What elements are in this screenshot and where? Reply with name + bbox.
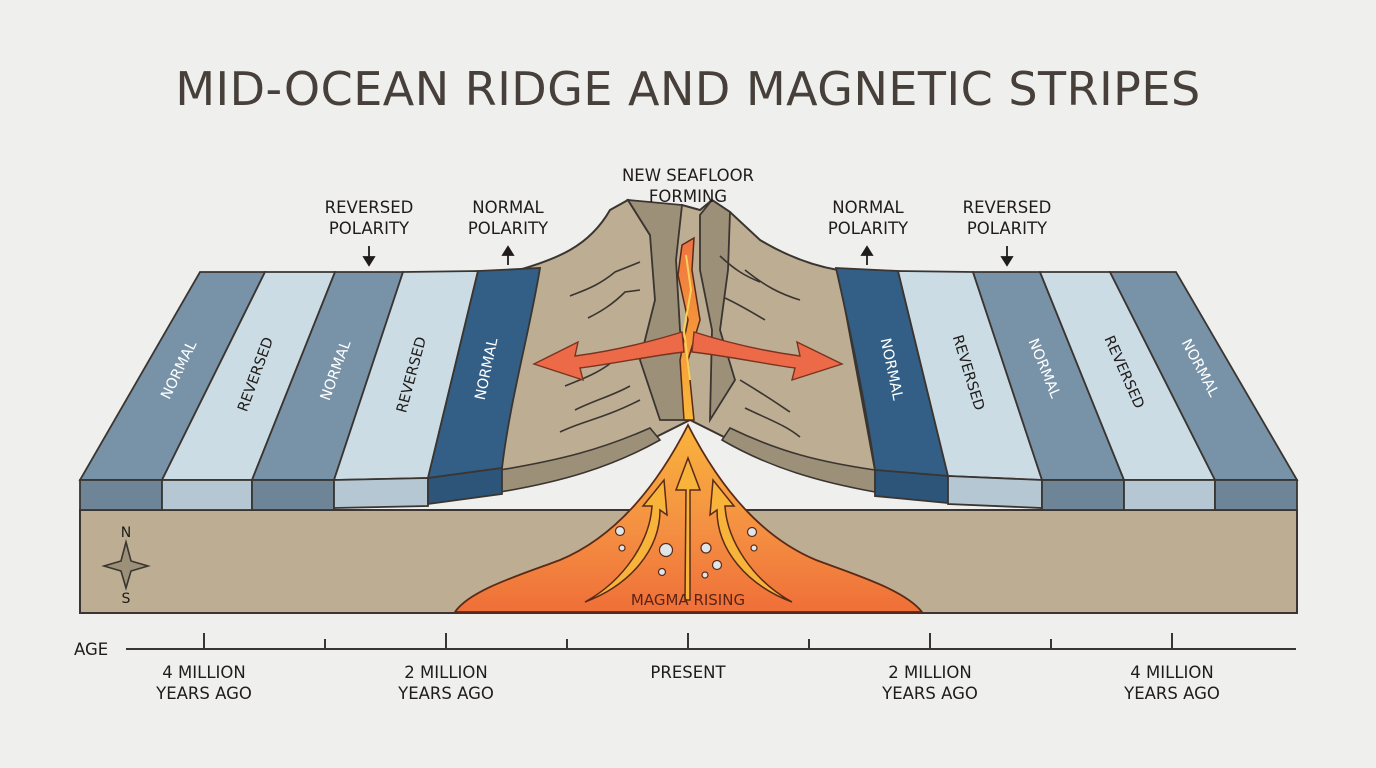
arrow-up-icon: [860, 245, 874, 256]
label-line: NORMAL: [832, 198, 904, 217]
right-reversed-polarity-label: REVERSED POLARITY: [937, 197, 1077, 239]
age-tick-label: 4 MILLION YEARS AGO: [1102, 662, 1242, 704]
label-line: 2 MILLION: [888, 663, 972, 682]
label-line: POLARITY: [827, 219, 909, 238]
spreading-arrows: [532, 331, 844, 382]
compass-south: S: [122, 591, 131, 607]
right-normal-polarity-label: NORMAL POLARITY: [798, 197, 938, 239]
age-tick-label: 4 MILLION YEARS AGO: [134, 662, 274, 704]
age-axis-label: AGE: [74, 640, 109, 659]
label-line: 2 MILLION: [404, 663, 488, 682]
magma-rising-label: MAGMA RISING: [631, 591, 745, 609]
rising-arrows: [584, 455, 793, 603]
label-line: 4 MILLION: [1130, 663, 1214, 682]
left-reversed-polarity-label: REVERSED POLARITY: [299, 197, 439, 239]
label-line: YEARS AGO: [1124, 684, 1220, 703]
age-axis: [126, 633, 1296, 650]
new-seafloor-label: NEW SEAFLOOR FORMING: [588, 165, 788, 207]
age-tick-label: 2 MILLION YEARS AGO: [376, 662, 516, 704]
magma-bubbles: [614, 525, 758, 579]
ridge-rock: [499, 198, 877, 493]
arrow-up-icon: [501, 245, 515, 256]
arrow-down-icon: [362, 256, 376, 267]
label-line: REVERSED: [962, 198, 1052, 217]
label-line: FORMING: [648, 187, 728, 206]
label-line: NEW SEAFLOOR: [621, 166, 755, 185]
label-line: NORMAL: [472, 198, 544, 217]
arrow-down-icon: [1000, 256, 1014, 267]
page-title: MID-OCEAN RIDGE AND MAGNETIC STRIPES: [175, 62, 1201, 116]
label-line: YEARS AGO: [398, 684, 494, 703]
compass-north: N: [121, 525, 131, 541]
compass-icon: N S: [101, 525, 151, 607]
polarity-arrows: [362, 245, 1014, 267]
label-line: POLARITY: [467, 219, 549, 238]
age-tick-label: PRESENT: [618, 662, 758, 683]
age-tick-label: 2 MILLION YEARS AGO: [860, 662, 1000, 704]
right-stripes: [834, 267, 1299, 511]
label-line: YEARS AGO: [156, 684, 252, 703]
label-line: REVERSED: [324, 198, 414, 217]
label-line: PRESENT: [650, 663, 726, 682]
left-normal-polarity-label: NORMAL POLARITY: [438, 197, 578, 239]
label-line: 4 MILLION: [162, 663, 246, 682]
label-line: YEARS AGO: [882, 684, 978, 703]
left-stripes: [78, 267, 542, 511]
label-line: POLARITY: [966, 219, 1048, 238]
label-line: POLARITY: [328, 219, 410, 238]
